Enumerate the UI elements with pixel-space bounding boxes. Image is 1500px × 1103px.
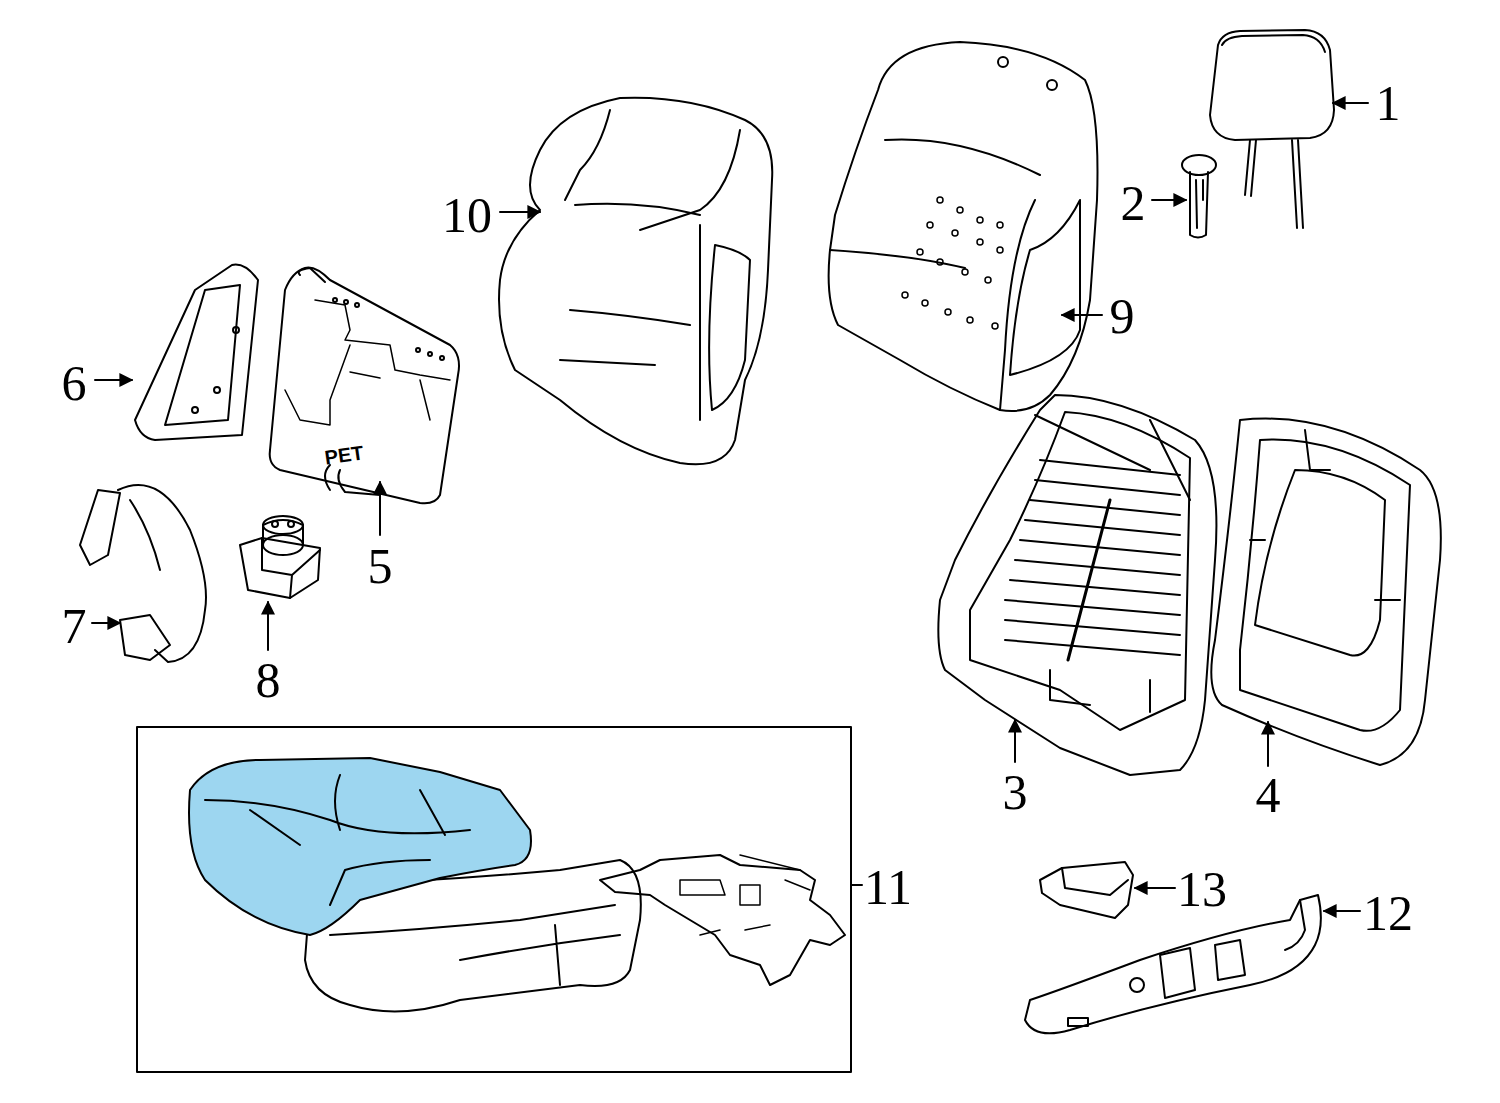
callout-number: 1 — [1376, 78, 1401, 128]
callout-number: 8 — [256, 655, 281, 705]
callout-number: 13 — [1177, 864, 1227, 914]
callout-number: 12 — [1363, 888, 1413, 938]
callout-number: 5 — [368, 541, 393, 591]
callout-number: 2 — [1121, 178, 1146, 228]
callout-number: 10 — [442, 190, 492, 240]
callout-number: 3 — [1003, 767, 1028, 817]
callout-number: 11 — [864, 862, 912, 912]
material-mark: PET — [323, 442, 364, 467]
callout-number: 9 — [1110, 291, 1135, 341]
callout-number: 4 — [1256, 770, 1281, 820]
callout-number: 6 — [62, 358, 87, 408]
callout-number: 7 — [62, 601, 87, 651]
